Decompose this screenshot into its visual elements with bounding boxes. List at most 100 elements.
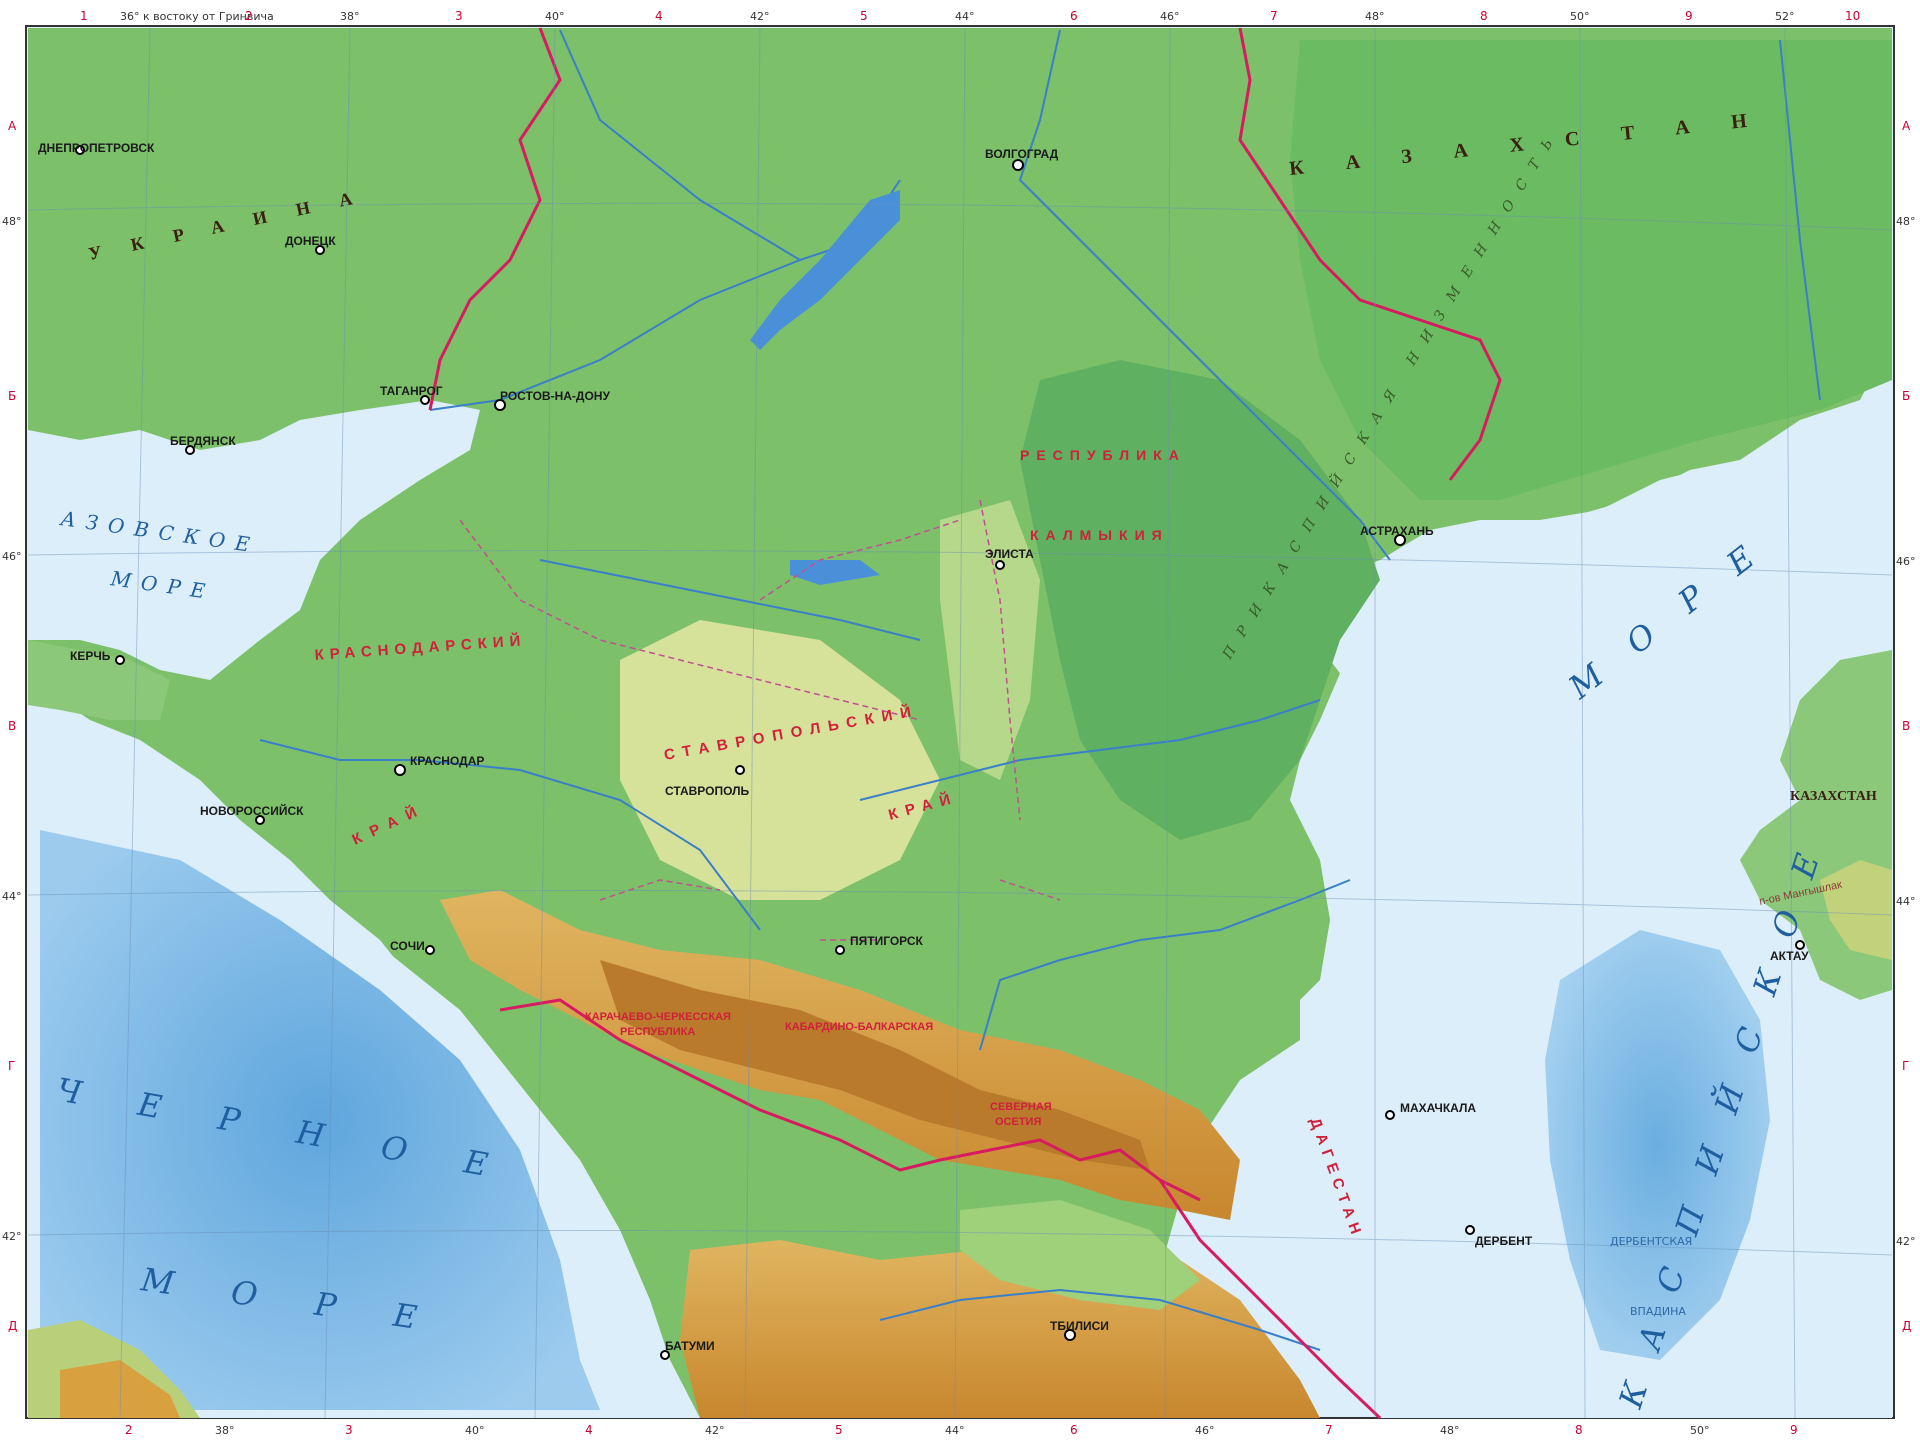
top-num-9: 9 — [1685, 9, 1693, 23]
lat-46 — [27, 550, 1893, 576]
novorossiysk-marker — [255, 815, 265, 825]
astrakhan-label: АСТРАХАНЬ — [1360, 524, 1434, 538]
land-crimea — [28, 640, 170, 720]
top-note: 36° к востоку от Гринвича — [120, 10, 274, 23]
row-d-right: Д — [1902, 1319, 1911, 1333]
river-ural — [1779, 39, 1821, 401]
border-regional — [459, 499, 1061, 941]
bottom-num-9: 9 — [1790, 1423, 1798, 1437]
rivers — [259, 29, 1821, 1351]
lat-48 — [27, 202, 1893, 231]
derbent-basin-label-1: ДЕРБЕНТСКАЯ — [1610, 1235, 1692, 1248]
borders — [428, 27, 1502, 1420]
volgograd-label: ВОЛГОГРАД — [985, 147, 1059, 161]
land-turkey-mtn — [60, 1360, 180, 1418]
rostov-marker — [494, 399, 506, 411]
kazakh-lowland — [1290, 40, 1892, 500]
top-num-1: 1 — [80, 9, 88, 23]
row-b-left: Б — [8, 389, 16, 403]
bottom-num-6: 6 — [1070, 1423, 1078, 1437]
kazakhstan-east-label: КАЗАХСТАН — [1790, 789, 1877, 804]
sochi-label: СОЧИ — [390, 939, 425, 953]
ossetia-label-2: ОСЕТИЯ — [995, 1116, 1041, 1128]
tbilisi-label: ТБИЛИСИ — [1050, 1319, 1109, 1333]
row-g-left: Г — [8, 1059, 15, 1073]
lon-50 — [1579, 27, 1586, 1419]
top-lon-50: 50° — [1570, 10, 1590, 23]
lon-44 — [954, 27, 966, 1419]
river-kuma — [859, 699, 1321, 801]
volgograd-marker — [1012, 159, 1024, 171]
row-b-right: Б — [1902, 389, 1910, 403]
aktau-marker — [1795, 940, 1805, 950]
lat-44-left: 44° — [2, 890, 22, 903]
kura-lowland — [960, 1200, 1200, 1310]
kalmykia-label-2: КАЛМЫКИЯ — [1030, 527, 1169, 543]
donetsk-label: ДОНЕЦК — [285, 234, 336, 248]
city-labels: ВОЛГОГРАД РОСТОВ-НА-ДОНУ АСТРАХАНЬ ЭЛИСТ… — [38, 141, 1809, 1360]
rostov-label: РОСТОВ-НА-ДОНУ — [500, 389, 610, 403]
pyatigorsk-label: ПЯТИГОРСК — [850, 934, 924, 948]
makhachkala-marker — [1385, 1110, 1395, 1120]
river-manych — [539, 559, 921, 641]
sochi-marker — [425, 945, 435, 955]
kchr-label-2: РЕСПУБЛИКА — [620, 1026, 695, 1038]
derbent-basin-label-2: ВПАДИНА — [1630, 1305, 1686, 1318]
elista-marker — [995, 560, 1005, 570]
river-volga — [1018, 29, 1391, 561]
berdyansk-label: БЕРДЯНСК — [170, 434, 236, 448]
frame-labels: 36° к востоку от Гринвича 1 2 3 4 5 6 7 … — [2, 9, 1916, 1437]
top-lon-46: 46° — [1160, 10, 1180, 23]
top-lon-40: 40° — [545, 10, 565, 23]
lon-36 — [119, 27, 151, 1419]
stavropol-upland — [620, 620, 940, 900]
krasnodar-marker — [394, 764, 406, 776]
derbent-label: ДЕРБЕНТ — [1475, 1234, 1533, 1248]
manych-lake — [790, 560, 880, 585]
lat-46-right: 46° — [1896, 555, 1916, 568]
batumi-label: БАТУМИ — [665, 1339, 715, 1353]
top-lon-52: 52° — [1775, 10, 1795, 23]
top-lon-48: 48° — [1365, 10, 1385, 23]
top-num-4: 4 — [655, 9, 663, 23]
black-sea-deep — [40, 830, 600, 1410]
top-lon-38: 38° — [340, 10, 360, 23]
caucasus-high — [600, 960, 1150, 1170]
kerch-label: КЕРЧЬ — [70, 649, 111, 663]
krasnodar-label: КРАСНОДАР — [410, 754, 484, 768]
top-lon-42: 42° — [750, 10, 770, 23]
berdyansk-marker — [185, 445, 195, 455]
lon-46 — [1164, 27, 1171, 1419]
elista-label: ЭЛИСТА — [985, 547, 1034, 561]
bottom-lon-42: 42° — [705, 1424, 725, 1437]
bottom-lon-46: 46° — [1195, 1424, 1215, 1437]
top-num-10: 10 — [1845, 9, 1860, 23]
caspian-lowland — [1020, 360, 1380, 840]
pyatigorsk-marker — [835, 945, 845, 955]
lat-48-left: 48° — [2, 215, 22, 228]
novorossiysk-label: НОВОРОССИЙСК — [200, 803, 304, 818]
row-a-right: А — [1902, 119, 1911, 133]
river-kuban — [259, 739, 761, 931]
caspian-deep — [1545, 930, 1770, 1360]
bottom-lon-38: 38° — [215, 1424, 235, 1437]
row-a-left: А — [8, 119, 17, 133]
top-num-8: 8 — [1480, 9, 1488, 23]
bottom-lon-44: 44° — [945, 1424, 965, 1437]
ossetia-label-1: СЕВЕРНАЯ — [990, 1101, 1052, 1113]
kchr-label-1: КАРАЧАЕВО-ЧЕРКЕССКАЯ — [585, 1011, 731, 1023]
bottom-num-5: 5 — [835, 1423, 843, 1437]
derbent-marker — [1465, 1225, 1475, 1235]
bottom-num-7: 7 — [1325, 1423, 1333, 1437]
row-v-right: В — [1902, 719, 1910, 733]
lat-42-left: 42° — [2, 1230, 22, 1243]
row-d-left: Д — [8, 1319, 17, 1333]
border-russia-georgia — [499, 998, 1201, 1202]
taganrog-marker — [420, 395, 430, 405]
bottom-lon-50: 50° — [1690, 1424, 1710, 1437]
border-georgia-azerbaijan — [1158, 1179, 1382, 1420]
astrakhan-marker — [1394, 534, 1406, 546]
mangyshlak-upland — [1820, 860, 1892, 960]
lon-38 — [324, 27, 351, 1419]
